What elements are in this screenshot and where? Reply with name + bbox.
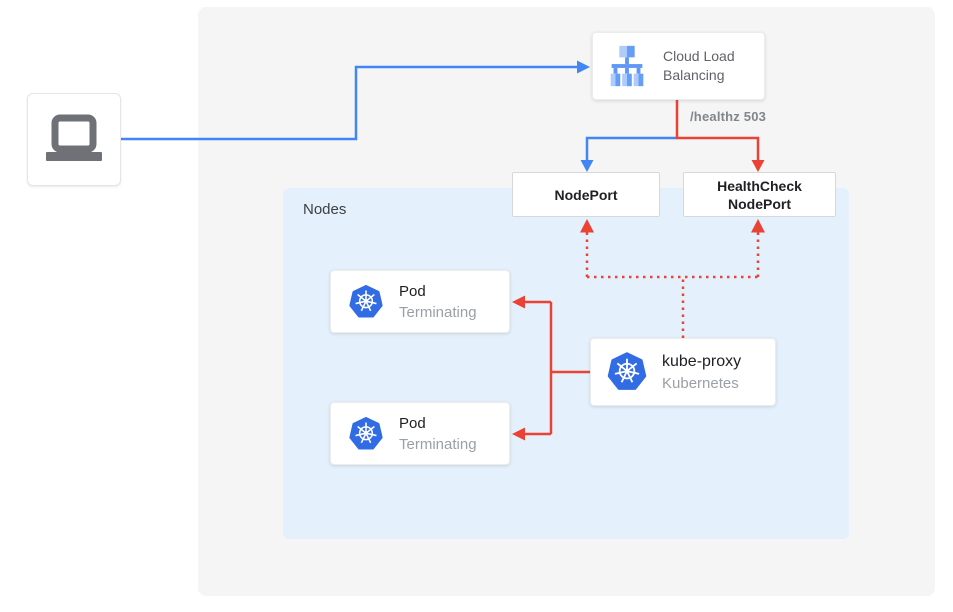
cloud-load-balancing-label: Cloud Load Balancing: [663, 48, 735, 83]
nodeport-label: NodePort: [554, 186, 618, 203]
healthz-status-label: /healthz 503: [690, 109, 767, 124]
healthcheck-nodeport-box: HealthCheck NodePort: [683, 172, 836, 217]
pod-card-2: Pod Terminating: [330, 402, 510, 465]
kubernetes-icon: [605, 350, 649, 394]
pod-card-1: Pod Terminating: [330, 270, 510, 333]
pod-title: Pod: [399, 414, 426, 432]
nodes-label: Nodes: [303, 201, 347, 218]
healthcheck-nodeport-label: HealthCheck NodePort: [717, 177, 802, 212]
client-box: [27, 93, 121, 186]
kube-proxy-subtitle: Kubernetes: [662, 374, 739, 392]
pod-status: Terminating: [399, 435, 477, 453]
kubernetes-icon: [347, 283, 385, 321]
cloud-load-balancing-icon: [603, 43, 651, 89]
cloud-load-balancing-card: Cloud Load Balancing: [592, 32, 765, 100]
kube-proxy-card: kube-proxy Kubernetes: [590, 338, 776, 406]
laptop-icon: [46, 114, 102, 161]
nodeport-box: NodePort: [512, 172, 660, 217]
pod-status: Terminating: [399, 303, 477, 321]
pod-title: Pod: [399, 282, 426, 300]
kubernetes-icon: [347, 415, 385, 453]
kube-proxy-title: kube-proxy: [662, 352, 742, 370]
